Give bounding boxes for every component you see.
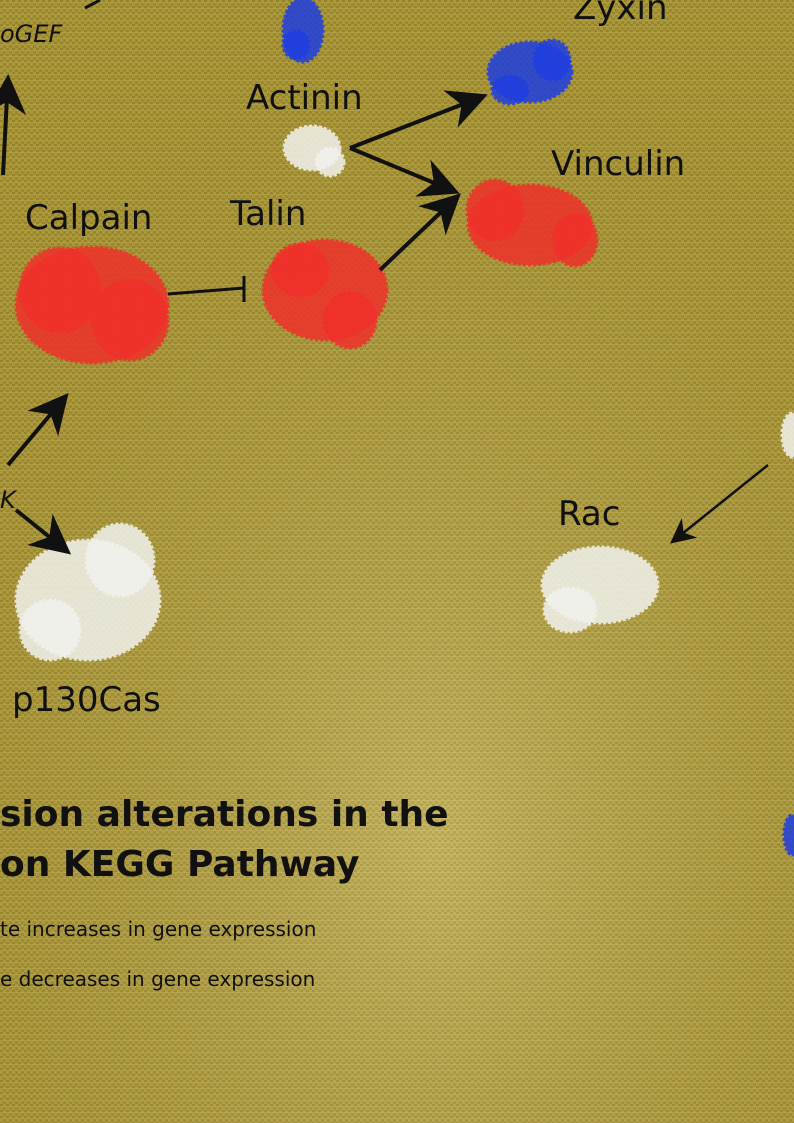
edge-blue-protein (782, 813, 794, 857)
arrow-to-rac (670, 464, 769, 544)
legend-decrease-text: e decreases in gene expression (0, 967, 316, 991)
arrow-actinin-zyxin (349, 90, 488, 150)
p130cas-protein (14, 522, 162, 662)
arrow-top-partial (84, 0, 101, 10)
arrow-rhogef-up (0, 74, 27, 176)
vinculin-label: Vinculin (551, 144, 686, 184)
zyxin-protein (486, 38, 574, 106)
calpain-label: Calpain (25, 198, 153, 238)
actinin-protein (282, 124, 346, 178)
inhibition-calpain-talin (167, 276, 246, 302)
arrow-talin-vinculin (378, 193, 461, 272)
top-blue-protein (281, 0, 325, 64)
title-line-1: sion alterations in the (0, 794, 449, 835)
arrow-actinin-vinculin (349, 146, 460, 197)
vinculin-protein (465, 178, 599, 268)
zyxin-label: Zyxin (573, 0, 668, 28)
edge-white-protein (780, 411, 794, 459)
calpain-protein (14, 245, 170, 365)
talin-label: Talin (230, 194, 307, 234)
arrow-fak-p130cas (14, 508, 72, 555)
title-line-2: on KEGG Pathway (0, 844, 360, 885)
actinin-label: Actinin (246, 78, 363, 118)
arrow-fak-calpain (6, 392, 69, 467)
talin-protein (261, 238, 389, 350)
rac-label: Rac (558, 494, 621, 534)
legend-increase-text: te increases in gene expression (0, 917, 317, 941)
rac-protein (540, 545, 660, 634)
fak-label: K (0, 486, 16, 514)
p130cas-label: p130Cas (12, 680, 161, 720)
rhogef-label: oGEF (0, 20, 63, 48)
